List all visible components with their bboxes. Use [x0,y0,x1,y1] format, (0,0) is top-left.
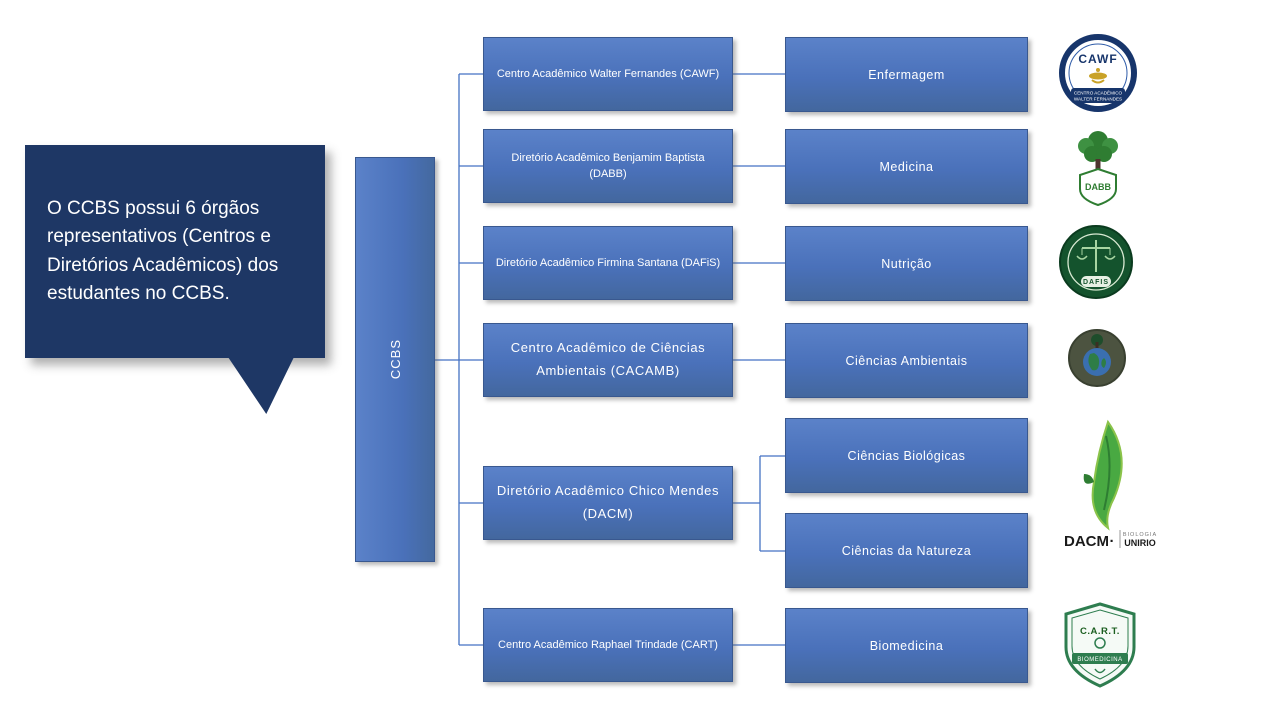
callout-bubble: O CCBS possui 6 órgãos representativos (… [25,145,325,358]
root-label: CCBS [387,339,403,380]
org-label: Diretório Acadêmico Benjamim Baptista (D… [511,151,705,181]
org-label: Centro Acadêmico de Ciências Ambientais … [510,340,706,378]
cart-logo-title: C.A.R.T. [1080,626,1120,637]
cart-logo-line1: BIOMEDICINA [1077,657,1122,663]
course-box-enfermagem: Enfermagem [785,37,1028,112]
callout-text: O CCBS possui 6 órgãos representativos (… [47,197,279,305]
course-label: Ciências Biológicas [847,448,966,463]
dafis-logo-icon: DAFIS [1059,225,1133,299]
cawf-logo-line1: CENTRO ACADÊMICO [1074,89,1123,96]
root-box-ccbs: CCBS [355,157,435,562]
callout-tail [228,357,294,414]
course-label: Medicina [879,159,934,174]
course-box-nutricao: Nutrição [785,226,1028,301]
cacamb-logo-icon [1068,329,1126,387]
course-box-ciencias-da-natureza: Ciências da Natureza [785,513,1028,588]
org-label: Diretório Acadêmico Firmina Santana (DAF… [495,256,721,269]
org-box-cart: Centro Acadêmico Raphael Trindade (CART) [483,608,733,682]
dabb-logo-icon: DABB [1078,131,1118,207]
course-label: Enfermagem [868,67,945,82]
course-box-ciencias-ambientais: Ciências Ambientais [785,323,1028,398]
dacm-logo-line2: UNIRIO [1124,538,1156,548]
cawf-logo-title: CAWF [1078,52,1117,66]
course-label: Nutrição [881,256,932,271]
cart-logo-icon: C.A.R.T. BIOMEDICINA [1064,602,1136,688]
dabb-logo-title: DABB [1085,182,1111,192]
org-label: Centro Acadêmico Walter Fernandes (CAWF) [496,67,720,80]
course-box-ciencias-biologicas: Ciências Biológicas [785,418,1028,493]
org-box-dacm: Diretório Acadêmico Chico Mendes (DACM) [483,466,733,540]
dacm-logo-title: DACM [1064,533,1109,550]
org-box-dafis: Diretório Acadêmico Firmina Santana (DAF… [483,226,733,300]
cawf-logo-line2: WALTER FERNANDES [1074,97,1122,102]
org-box-cawf: Centro Acadêmico Walter Fernandes (CAWF) [483,37,733,111]
dacm-logo-dot: · [1110,533,1115,550]
org-box-cacamb: Centro Acadêmico de Ciências Ambientais … [483,323,733,397]
course-label: Biomedicina [869,638,944,653]
course-box-biomedicina: Biomedicina [785,608,1028,683]
course-label: Ciências Ambientais [845,353,968,368]
dafis-logo-title: DAFIS [1083,279,1109,286]
course-label: Ciências da Natureza [841,543,972,558]
org-box-dabb: Diretório Acadêmico Benjamim Baptista (D… [483,129,733,203]
org-label: Diretório Acadêmico Chico Mendes (DACM) [496,483,720,521]
cawf-logo-icon: CAWF CENTRO ACADÊMICO WALTER FERNANDES [1059,34,1137,112]
dacm-logo-icon: DACM · BIOLOGIA UNIRIO [1064,419,1157,550]
dacm-logo-line1: BIOLOGIA [1123,532,1157,538]
course-box-medicina: Medicina [785,129,1028,204]
org-label: Centro Acadêmico Raphael Trindade (CART) [498,638,718,651]
